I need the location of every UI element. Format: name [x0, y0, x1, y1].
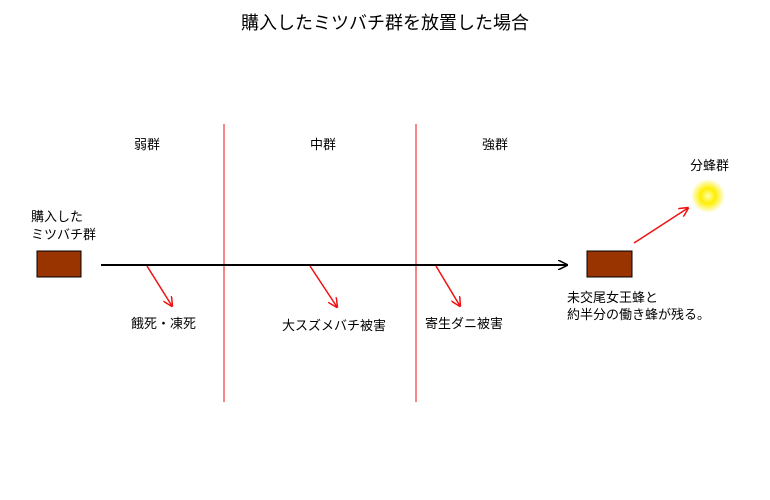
start-label-line1: 購入した: [31, 210, 84, 225]
end-label-line2: 約半分の働き蜂が残る。: [567, 308, 711, 323]
section-label-weak: 弱群: [134, 138, 161, 153]
swarm-sun-icon: [691, 179, 725, 213]
event-label-mite: 寄生ダニ被害: [425, 317, 504, 332]
section-label-strong: 強群: [482, 138, 509, 153]
start-label-line2: ミツバチ群: [31, 228, 97, 243]
event-arrow-starvation: [146, 265, 172, 306]
section-label-medium: 中群: [310, 138, 337, 153]
event-label-hornet: 大スズメバチ被害: [282, 319, 387, 334]
swarm-label: 分蜂群: [690, 159, 730, 174]
event-arrow-hornet: [309, 265, 337, 307]
event-label-starvation: 餓死・凍死: [131, 317, 197, 332]
end-label-line1: 未交尾女王蜂と: [567, 291, 659, 306]
start-colony-box: [36, 250, 82, 278]
end-colony-box: [586, 250, 633, 278]
page-title: 購入したミツバチ群を放置した場合: [241, 13, 529, 34]
swarm-arrow: [633, 208, 688, 244]
event-arrow-mite: [435, 265, 460, 306]
